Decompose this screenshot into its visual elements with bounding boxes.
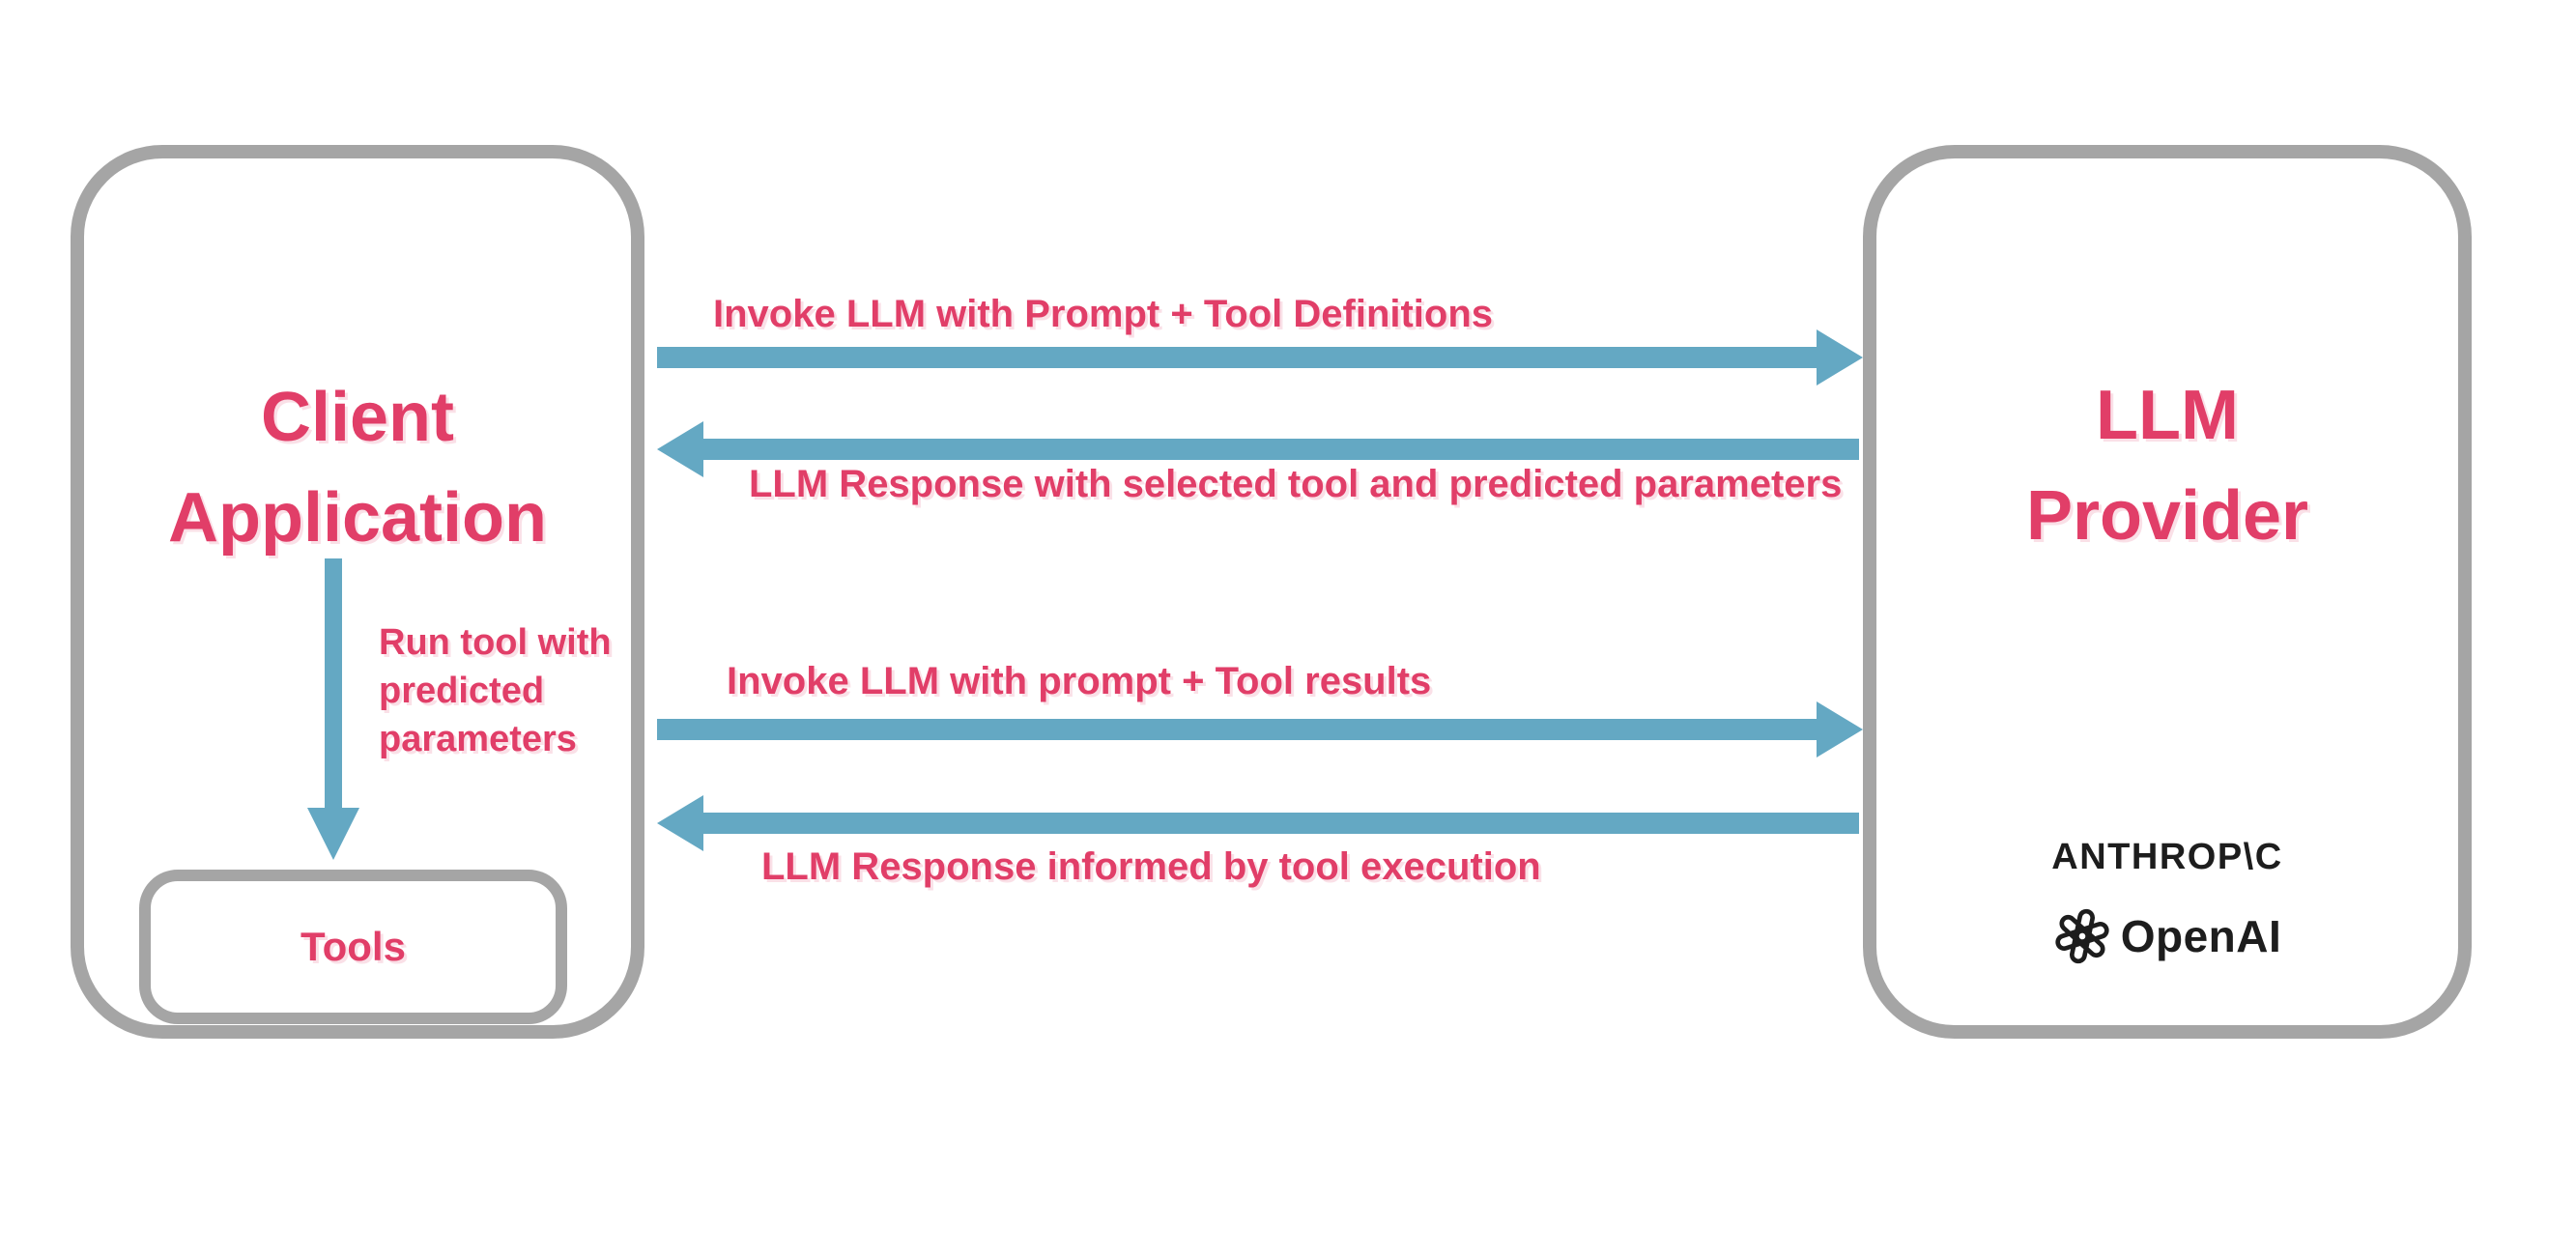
llm-provider-title: LLM Provider [2025,377,2309,555]
openai-wordmark: OpenAI [2120,911,2282,961]
run-tool-label: Run tool with predicted parameters [379,622,612,759]
message-1-arrow-bar [657,347,1817,368]
llm-provider-box [1863,145,2472,1039]
message-4-arrowhead-left-icon [657,795,703,851]
message-3-label: Invoke LLM with prompt + Tool results [727,660,1432,702]
message-3-arrowhead-right-icon [1817,701,1863,758]
run-tool-arrowhead-down-icon [307,808,359,860]
message-2-arrow-bar [703,439,1859,460]
client-application-title: Client Application [168,379,547,557]
anthropic-logo: ANTHROP\C [2051,837,2283,877]
message-4-label: LLM Response informed by tool execution [761,845,1541,888]
message-2-arrowhead-left-icon [657,421,703,477]
message-1-label: Invoke LLM with Prompt + Tool Definition… [713,293,1494,335]
tools-box: Tools [139,870,567,1024]
message-1-arrowhead-right-icon [1817,329,1863,386]
message-3-arrow-bar [657,719,1817,740]
message-2-label: LLM Response with selected tool and pred… [749,463,1843,505]
client-application-box [71,145,644,1039]
openai-logo: OpenAI [1863,904,2472,968]
message-4-arrow-bar [703,813,1859,834]
openai-flower-icon [2053,907,2111,965]
run-tool-arrow-bar [325,558,342,808]
tools-label: Tools [301,924,406,969]
